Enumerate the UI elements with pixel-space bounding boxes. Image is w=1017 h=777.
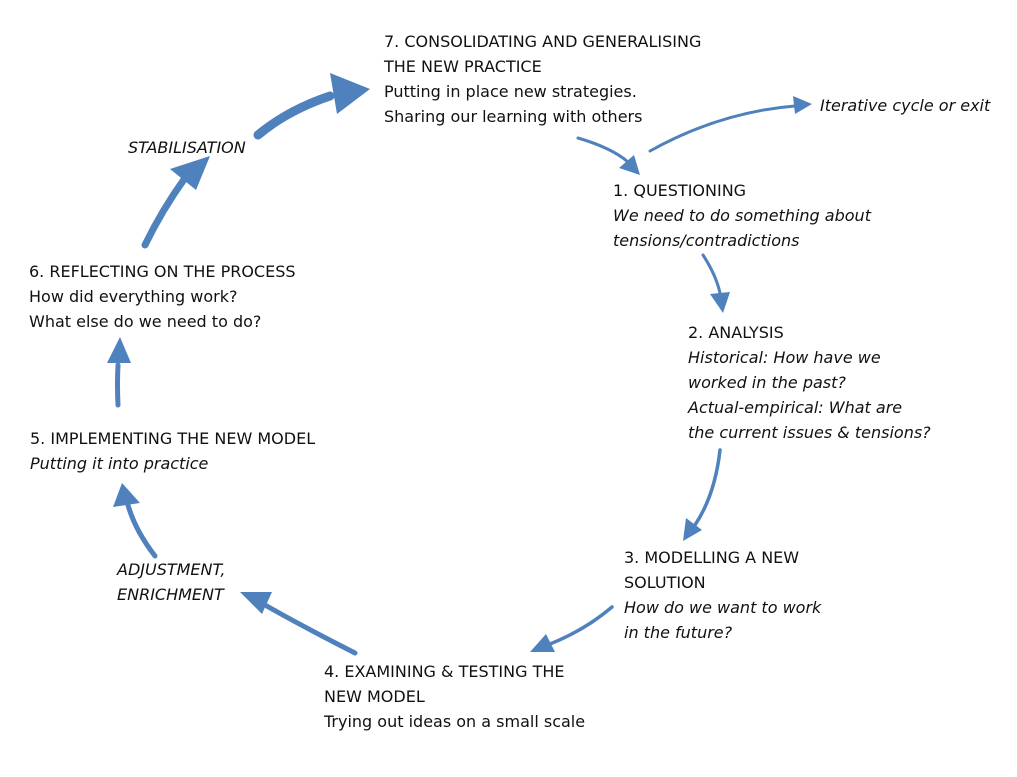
stage-2-desc-line-3: Actual-empirical: What are xyxy=(688,398,903,417)
arrow-stabilisation-to-7-head xyxy=(330,73,370,114)
arrow-4-to-adjustment xyxy=(262,602,358,656)
arrow-6-to-stabilisation xyxy=(141,174,189,249)
arrow-adjustment-to-5 xyxy=(125,502,158,559)
stage-1-desc-line-1: We need to do something about xyxy=(613,206,871,225)
stage-1-questioning: 1. QUESTIONING We need to do something a… xyxy=(613,178,871,253)
stage-7-consolidating: 7. CONSOLIDATING AND GENERALISING THE NE… xyxy=(384,29,701,129)
arrow-7-to-1 xyxy=(576,136,630,164)
arrow-2-to-3-head xyxy=(683,518,702,541)
adjustment-enrichment-label: ADJUSTMENT, ENRICHMENT xyxy=(117,557,225,607)
stage-5-implementing: 5. IMPLEMENTING THE NEW MODEL Putting it… xyxy=(30,426,315,476)
stage-4-title-line-2: NEW MODEL xyxy=(324,687,425,706)
stabilisation-label: STABILISATION xyxy=(128,138,246,157)
stage-6-title: 6. REFLECTING ON THE PROCESS xyxy=(29,262,296,281)
arrow-3-to-4 xyxy=(548,605,614,646)
stage-7-desc-line-2: Sharing our learning with others xyxy=(384,107,643,126)
arrow-7-to-1-head xyxy=(619,155,640,175)
arrow-1-to-2-head xyxy=(710,292,730,313)
stage-3-modelling: 3. MODELLING A NEW SOLUTION How do we wa… xyxy=(624,545,821,645)
stage-3-desc-line-2: in the future? xyxy=(624,623,733,642)
arrow-stabilisation-to-7 xyxy=(253,91,335,140)
arrow-4-to-adjustment-head xyxy=(240,592,272,614)
stage-2-analysis: 2. ANALYSIS Historical: How have we work… xyxy=(688,320,931,445)
stage-4-title-line-1: 4. EXAMINING & TESTING THE xyxy=(324,662,565,681)
stage-1-title: 1. QUESTIONING xyxy=(613,181,747,200)
stage-6-desc-line-1: How did everything work? xyxy=(29,287,238,306)
stage-5-desc-line-1: Putting it into practice xyxy=(30,454,209,473)
arrow-6-to-stabilisation-head xyxy=(170,156,210,190)
stage-7-desc-line-1: Putting in place new strategies. xyxy=(384,82,637,101)
stage-3-title-line-2: SOLUTION xyxy=(624,573,706,592)
stage-4-examining-testing: 4. EXAMINING & TESTING THE NEW MODEL Try… xyxy=(324,659,585,734)
arrow-5-to-6-head xyxy=(107,337,131,363)
arrow-1-to-2 xyxy=(701,253,722,295)
adjustment-label-line-2: ENRICHMENT xyxy=(117,585,224,604)
arrow-adjustment-to-5-head xyxy=(113,483,140,507)
iterative-exit-arrow xyxy=(648,104,797,153)
stage-2-desc-line-4: the current issues & tensions? xyxy=(688,423,931,442)
stage-6-reflecting: 6. REFLECTING ON THE PROCESS How did eve… xyxy=(29,259,296,334)
stage-3-desc-line-1: How do we want to work xyxy=(624,598,822,617)
stage-2-title: 2. ANALYSIS xyxy=(688,323,784,342)
stage-5-title: 5. IMPLEMENTING THE NEW MODEL xyxy=(30,429,316,448)
stage-2-desc-line-2: worked in the past? xyxy=(688,373,846,392)
stage-6-desc-line-2: What else do we need to do? xyxy=(29,312,262,331)
stage-7-title-line-2: THE NEW PRACTICE xyxy=(384,57,542,76)
stage-2-desc-line-1: Historical: How have we xyxy=(688,348,881,367)
arrow-5-to-6 xyxy=(115,362,121,408)
stage-3-title-line-1: 3. MODELLING A NEW xyxy=(624,548,800,567)
stage-7-title-line-1: 7. CONSOLIDATING AND GENERALISING xyxy=(384,32,702,51)
stage-4-desc-line-1: Trying out ideas on a small scale xyxy=(324,712,586,731)
iterative-cycle-label: Iterative cycle or exit xyxy=(820,96,991,115)
arrow-3-to-4-head xyxy=(530,634,555,652)
adjustment-label-line-1: ADJUSTMENT, xyxy=(117,560,226,579)
iterative-exit-arrow-head xyxy=(793,96,812,114)
arrow-2-to-3 xyxy=(693,448,722,527)
stage-1-desc-line-2: tensions/contradictions xyxy=(613,231,800,250)
